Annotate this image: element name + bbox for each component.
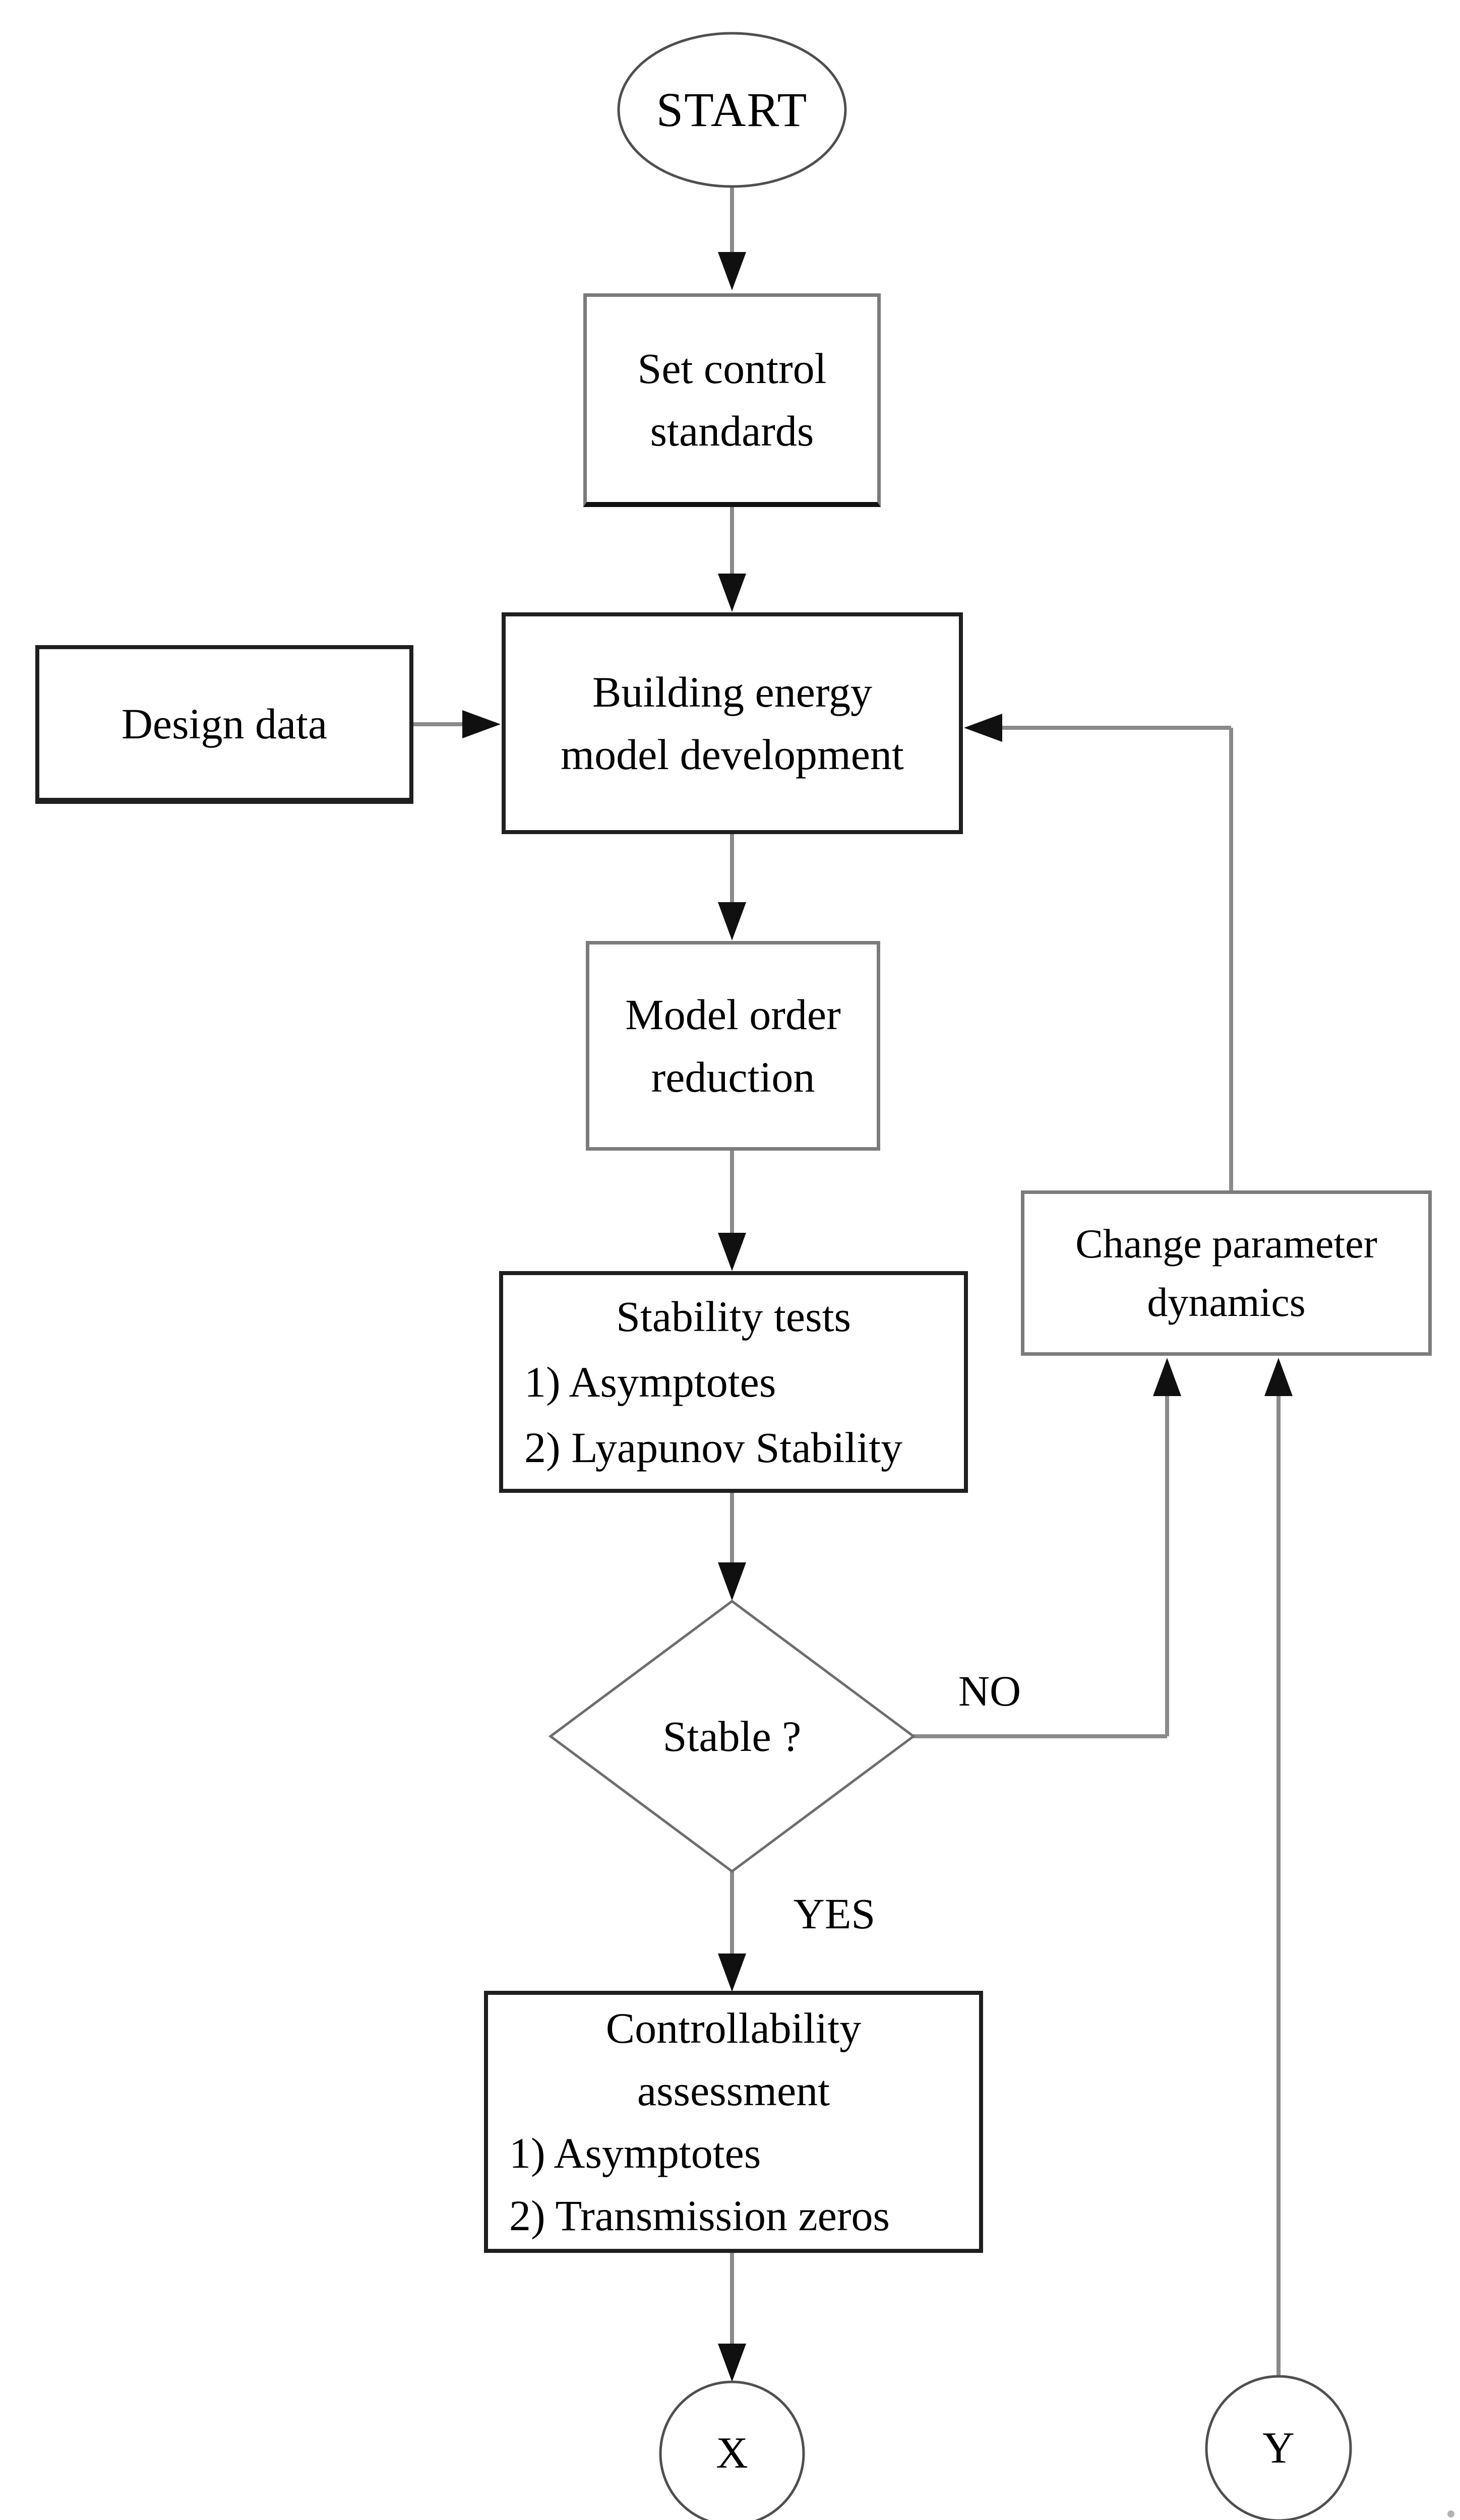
process-design-data: Design data <box>35 645 413 804</box>
process-label-line: Stability tests <box>616 1292 851 1341</box>
process-label-line: dynamics <box>1147 1279 1306 1325</box>
start-terminator-label: START <box>656 83 808 137</box>
arrowhead-into-building-top <box>718 574 746 612</box>
process-label-line: standards <box>650 406 814 455</box>
process-label-line: Controllability <box>605 2004 862 2052</box>
process-label-line: 1) Asymptotes <box>524 1358 776 1406</box>
arrowhead-into-x-terminal <box>718 2344 746 2382</box>
process-label-line: Building energy <box>592 668 872 716</box>
arrowhead-into-building-right <box>964 714 1002 742</box>
process-label-line: Change parameter <box>1075 1221 1377 1267</box>
yes-branch-label: YES <box>793 1889 876 1938</box>
arrowhead-no-into-change-param <box>1153 1358 1181 1396</box>
process-stability-tests: Stability tests 1) Asymptotes 2) Lyapuno… <box>499 1271 968 1493</box>
process-building-energy-model: Building energy model development <box>502 612 963 834</box>
arrowhead-y-into-change-param <box>1264 1358 1293 1396</box>
process-label-line: 2) Lyapunov Stability <box>524 1423 903 1472</box>
process-label-line: Design data <box>121 699 328 748</box>
arrowhead-into-controllability <box>718 1954 746 1992</box>
stable-decision-label: Stable ? <box>662 1712 802 1760</box>
process-label-line: reduction <box>651 1053 815 1101</box>
arrowhead-into-building-left <box>462 710 501 738</box>
no-branch-label: NO <box>958 1667 1021 1715</box>
y-terminal-shape <box>1205 2375 1352 2520</box>
process-label-line: Model order <box>625 990 841 1039</box>
process-controllability-assessment: Controllability assessment 1) Asymptotes… <box>484 1991 983 2253</box>
stable-decision-diamond <box>548 1599 916 1873</box>
process-label-line: model development <box>561 730 904 779</box>
start-terminator-shape <box>617 32 847 188</box>
x-terminal-shape <box>659 2380 805 2520</box>
process-change-parameter-dynamics: Change parameter dynamics <box>1021 1190 1432 1356</box>
process-model-order-reduction: Model order reduction <box>586 941 880 1151</box>
process-label-line: Set control <box>637 344 827 393</box>
x-terminal-label: X <box>716 2429 748 2478</box>
process-set-control-standards: Set control standards <box>583 293 881 507</box>
process-label-line: 1) Asymptotes <box>509 2129 761 2177</box>
arrowhead-into-set-control <box>718 252 746 290</box>
arrowhead-into-model-order <box>718 902 746 940</box>
arrowhead-into-stability <box>718 1233 746 1271</box>
process-label-line: 2) Transmission zeros <box>509 2191 890 2240</box>
stray-speck <box>1447 2510 1454 2517</box>
process-label-line: assessment <box>637 2066 830 2115</box>
y-terminal-label: Y <box>1262 2424 1295 2473</box>
arrowhead-into-decision <box>718 1562 746 1601</box>
